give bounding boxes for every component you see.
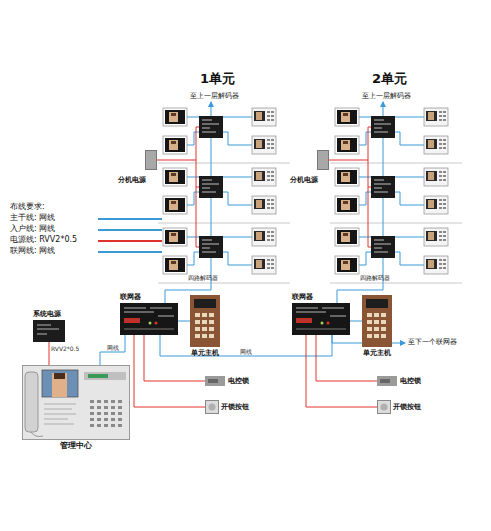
node-label: 联网器 xyxy=(292,294,313,301)
node-label: 分机电源 xyxy=(118,177,146,184)
legend: 主干线: 网线入户线: 网线电源线: RVV2*0.5 联网线: 网线 xyxy=(10,214,170,260)
decoder-note: 四路解码器 xyxy=(188,276,218,282)
legend-swatch xyxy=(98,251,162,253)
node-label: 开锁按钮 xyxy=(221,404,249,411)
unlock-button: 开锁按钮 xyxy=(377,400,391,414)
node-label: 单元主机 xyxy=(363,350,391,357)
wire-label: 网线 xyxy=(240,349,252,355)
extension-power: 分机电源 xyxy=(145,150,157,170)
power-supply-detail xyxy=(37,325,59,334)
unit-title: 2单元 xyxy=(372,72,407,85)
network-adapter-box: 联网器 xyxy=(120,303,178,335)
legend-text: 电源线: RVV2*0.5 xyxy=(10,236,77,244)
node-label: 电控锁 xyxy=(400,378,421,385)
wire xyxy=(49,342,50,365)
node-label: 开锁按钮 xyxy=(393,404,421,411)
legend-text: 联网线: 网线 xyxy=(10,247,55,255)
unit-wiring xyxy=(157,102,290,303)
legend-swatch xyxy=(98,218,162,220)
legend-row: 入户线: 网线 xyxy=(10,225,170,235)
wiring-requirements-heading: 布线要求: xyxy=(10,203,45,211)
node-label: 电控锁 xyxy=(228,378,249,385)
power-supply-box: 系统电源 xyxy=(33,320,65,342)
electric-lock: 电控锁 xyxy=(205,376,225,386)
management-console: 管理中心 xyxy=(22,365,130,440)
wire-label: RVV2*0.5 xyxy=(51,346,79,352)
wire xyxy=(178,321,190,322)
legend-row: 电源线: RVV2*0.5 xyxy=(10,236,170,246)
legend-row: 联网线: 网线 xyxy=(10,247,170,257)
unlock-button: 开锁按钮 xyxy=(205,400,219,414)
legend-text: 主干线: 网线 xyxy=(10,214,55,222)
device-detail xyxy=(124,299,218,411)
wire xyxy=(350,321,362,322)
management-console-detail xyxy=(25,370,126,437)
wire xyxy=(100,335,125,365)
legend-row: 主干线: 网线 xyxy=(10,214,170,224)
riser-note: 至上一层解码器 xyxy=(362,93,411,100)
node-label: 单元主机 xyxy=(191,350,219,357)
node-label: 系统电源 xyxy=(33,311,61,318)
door-station: 单元主机 xyxy=(190,295,220,347)
device-detail xyxy=(296,299,390,411)
legend-swatch xyxy=(98,240,162,242)
riser-note: 至上一层解码器 xyxy=(190,93,239,100)
extension-power: 分机电源 xyxy=(317,150,329,170)
next-adapter-note: 至下一个联网器 xyxy=(408,339,457,346)
node-label: 管理中心 xyxy=(60,442,92,450)
wire-label: 网线 xyxy=(107,345,119,351)
electric-lock: 电控锁 xyxy=(377,376,397,386)
decoder-note: 四路解码器 xyxy=(360,276,390,282)
legend-swatch xyxy=(98,229,162,231)
door-station: 单元主机 xyxy=(362,295,392,347)
network-adapter-box: 联网器 xyxy=(292,303,350,335)
legend-text: 入户线: 网线 xyxy=(10,225,55,233)
unit-title: 1单元 xyxy=(200,72,235,85)
node-label: 分机电源 xyxy=(290,177,318,184)
node-label: 联网器 xyxy=(120,294,141,301)
unit-wiring xyxy=(329,102,462,303)
